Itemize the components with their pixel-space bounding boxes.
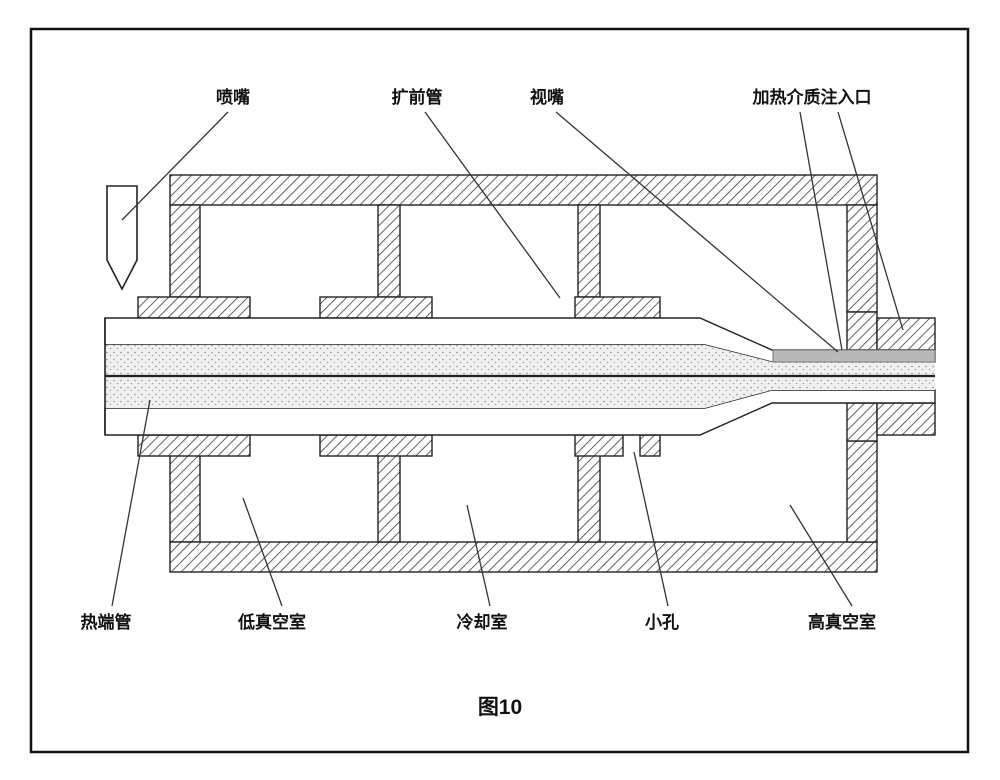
leader-cooling-chamber [466, 504, 491, 607]
label-low-vacuum-chamber: 低真空室 [237, 612, 306, 632]
leader-high-vacuum-chamber [789, 504, 853, 607]
partition-wall-bottom-1 [377, 447, 401, 543]
casing-group [137, 174, 936, 573]
flange-bottom-4-small-hole-edge [639, 434, 661, 457]
port-fitting-bottom-outer [876, 402, 936, 436]
partition-wall-top-1 [377, 204, 401, 298]
flange-bottom-1 [137, 434, 251, 457]
label-hot-end-tube: 热端管 [81, 612, 132, 632]
label-cooling-chamber: 冷却室 [457, 612, 508, 632]
label-nozzle: 喷嘴 [216, 88, 250, 107]
leader-view-mouth [555, 111, 839, 353]
label-small-hole: 小孔 [645, 613, 679, 632]
flange-bottom-3 [574, 434, 624, 457]
flange-top-3 [574, 296, 661, 319]
leader-heating-inlet-2 [837, 111, 904, 331]
partition-wall-bottom-2 [577, 447, 601, 543]
port-fitting-bottom-inner [846, 402, 878, 442]
label-heating-medium-inlet: 加热介质注入口 [752, 87, 872, 107]
figure-caption: 图10 [478, 696, 522, 719]
port-fitting-top-inner [846, 311, 878, 351]
heating-medium-layer [772, 349, 936, 363]
flange-top-1 [137, 296, 251, 319]
leader-expansion-front-tube [424, 111, 561, 299]
leader-small-hole [633, 451, 669, 607]
label-high-vacuum-chamber: 高真空室 [808, 612, 876, 632]
leader-low-vacuum-chamber [242, 497, 283, 607]
leader-nozzle [121, 111, 229, 221]
casing-right-wall-upper [846, 204, 878, 313]
partition-wall-top-2 [577, 204, 601, 298]
port-fitting-top-outer [876, 317, 936, 351]
label-view-mouth: 视嘴 [530, 87, 564, 107]
casing-top-wall [169, 174, 878, 206]
casing-right-wall-lower [846, 440, 878, 543]
flange-top-2 [319, 296, 433, 319]
flange-bottom-2 [319, 434, 433, 457]
casing-left-wall-upper [169, 204, 201, 298]
label-expansion-front-tube: 扩前管 [392, 87, 443, 107]
leader-hot-end-tube [111, 399, 151, 607]
leader-heating-inlet-1 [799, 111, 843, 351]
casing-bottom-wall [169, 541, 878, 573]
tube-group [104, 317, 936, 436]
casing-left-wall-lower [169, 444, 201, 543]
leader-lines [111, 111, 904, 607]
